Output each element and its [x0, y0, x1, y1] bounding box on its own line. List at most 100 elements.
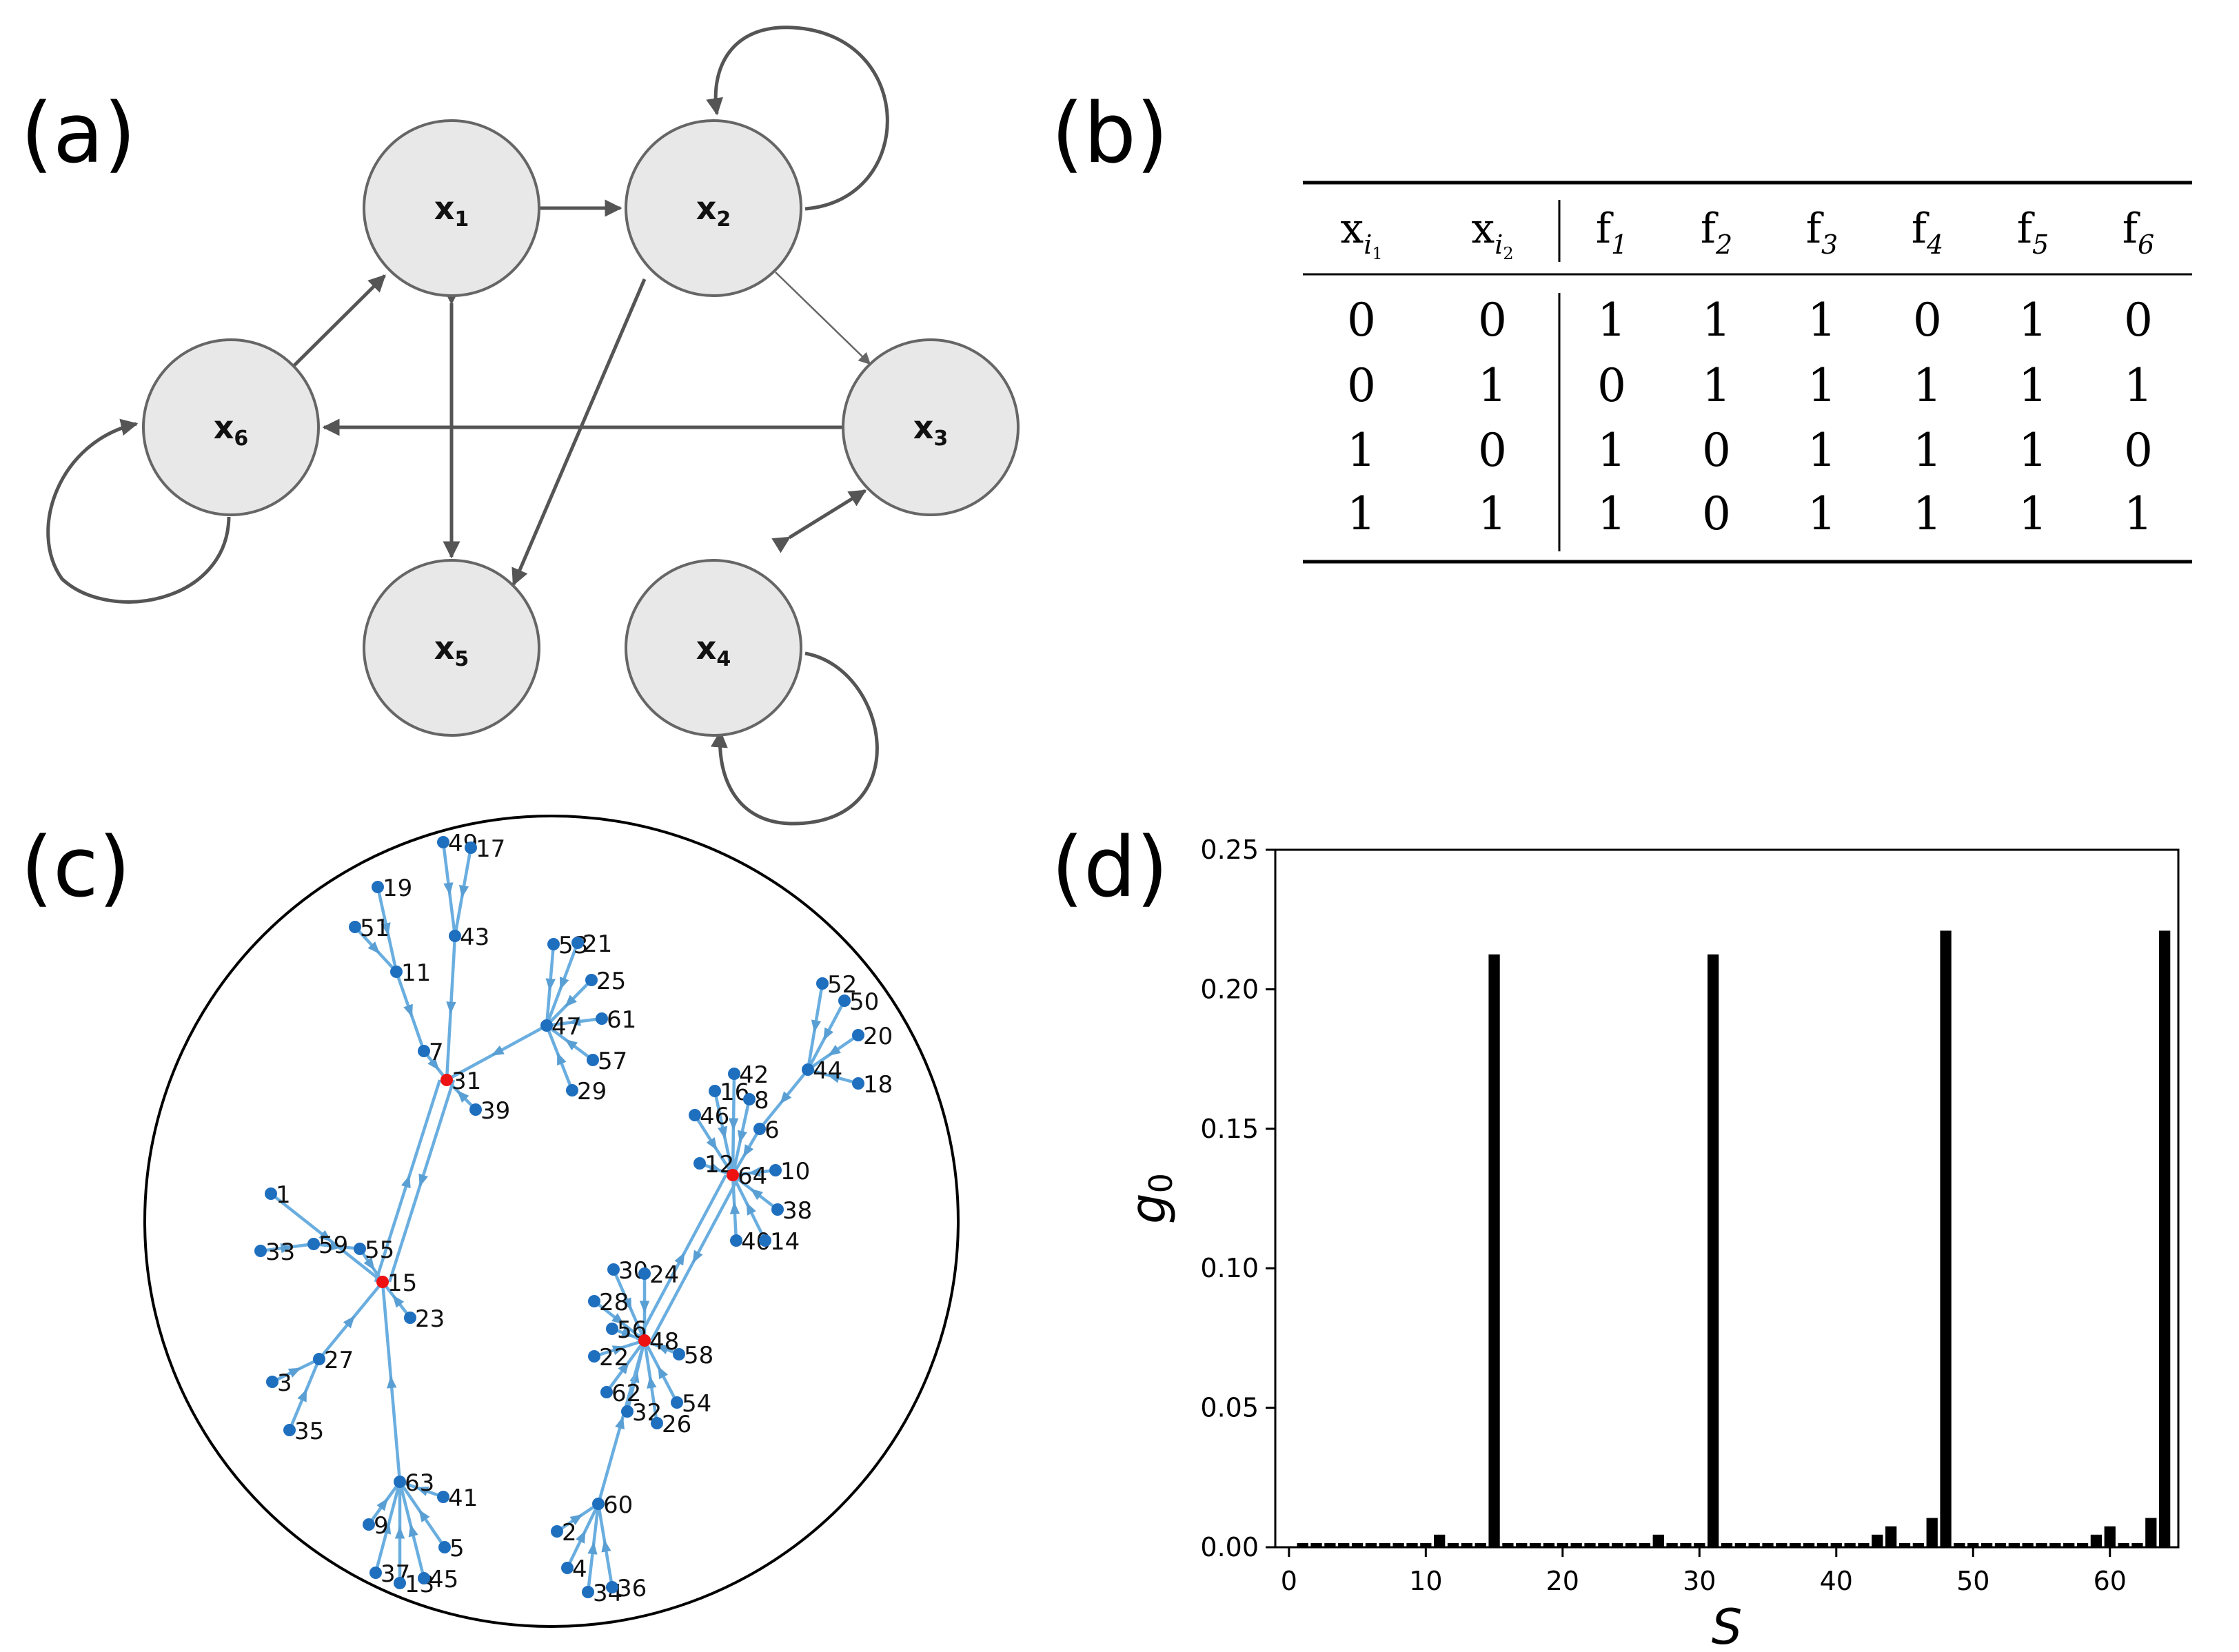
state-node: 16 [709, 1079, 749, 1106]
state-node-label: 46 [700, 1103, 729, 1130]
node-x1: x1 [363, 119, 540, 297]
state-node-dot [592, 1498, 605, 1510]
state-node: 10 [769, 1158, 810, 1185]
state-edge [732, 1167, 776, 1177]
state-node-dot [600, 1386, 613, 1398]
state-edge [374, 1481, 402, 1573]
state-node: 5 [438, 1535, 465, 1562]
table-cell: 0 [1597, 359, 1626, 412]
state-node-label: 33 [265, 1238, 295, 1266]
bar [2022, 1542, 2034, 1547]
state-node-dot [372, 881, 384, 893]
node-x3: x3 [842, 338, 1020, 516]
state-node: 29 [566, 1078, 607, 1105]
bar [1816, 1542, 1829, 1547]
bar [1872, 1534, 1883, 1547]
table-cell: 1 [1597, 487, 1626, 540]
bar [1461, 1542, 1473, 1547]
state-edge [260, 1242, 314, 1254]
table-cell: 1 [1347, 424, 1376, 477]
state-node-label: 54 [682, 1390, 711, 1418]
state-edge [642, 1340, 659, 1424]
state-node: 44 [802, 1057, 842, 1085]
state-node-label: 31 [452, 1068, 481, 1095]
panel-label-b: (b) [1051, 86, 1168, 182]
table-cell: 0 [1478, 424, 1507, 477]
state-node-label: 62 [611, 1380, 641, 1407]
bar-series [1297, 930, 2171, 1547]
state-node-dot [638, 1334, 651, 1347]
state-edge [399, 1480, 444, 1499]
bar [2049, 1542, 2061, 1547]
state-node-label: 22 [599, 1344, 629, 1371]
bar [1898, 1542, 1911, 1547]
table-cell: 0 [1347, 294, 1376, 347]
state-node-label: 10 [780, 1158, 810, 1185]
table-cell: 1 [1597, 424, 1626, 477]
state-node-dot [727, 1169, 739, 1181]
bar [1488, 954, 1500, 1547]
state-edge [636, 1174, 727, 1342]
bar [1420, 1542, 1432, 1547]
state-node-dot [769, 1164, 782, 1176]
bar [1365, 1542, 1377, 1547]
state-node-dot [540, 1019, 553, 1032]
table-header-cell: xi2 [1471, 205, 1513, 263]
bar [1994, 1542, 2007, 1547]
state-node: 59 [307, 1232, 348, 1259]
state-node-label: 8 [754, 1087, 769, 1114]
state-node-label: 64 [738, 1163, 767, 1190]
state-node-label: 6 [764, 1116, 780, 1144]
state-edge [398, 1480, 446, 1549]
x-tick-label: 50 [1956, 1566, 1989, 1596]
table-cell: 1 [2124, 359, 2153, 412]
state-node-dot [313, 1353, 325, 1365]
state-node-dot [709, 1085, 721, 1097]
state-node-label: 25 [596, 968, 626, 995]
state-edge [445, 1024, 548, 1081]
state-node: 47 [540, 1013, 581, 1041]
table-header-cell: f6 [2123, 205, 2154, 260]
state-node-label: 59 [318, 1232, 348, 1259]
state-node-dot [802, 1063, 814, 1076]
state-node: 39 [469, 1097, 510, 1125]
bar [1598, 1542, 1610, 1547]
bar [1830, 1542, 1842, 1547]
state-edge [545, 979, 593, 1027]
node-x2: x2 [625, 119, 802, 297]
state-node-label: 51 [360, 915, 389, 942]
state-node-dot [607, 1263, 620, 1276]
y-tick-label: 0.05 [1200, 1393, 1259, 1423]
bar [1570, 1542, 1582, 1547]
state-node-label: 9 [374, 1512, 389, 1540]
state-edge [594, 1338, 645, 1358]
bar [1557, 1542, 1568, 1547]
state-node-dot [852, 1029, 864, 1041]
state-node: 42 [728, 1061, 769, 1089]
state-node-dot [621, 1405, 634, 1418]
x-tick-label: 40 [1820, 1566, 1853, 1596]
state-node-dot [369, 1567, 382, 1579]
state-node-dot [816, 977, 829, 990]
bar [2036, 1542, 2047, 1547]
table-cell: 0 [1347, 359, 1376, 412]
table-cell: 1 [1807, 294, 1836, 347]
state-node-dot [394, 1577, 406, 1589]
bar [1338, 1542, 1350, 1547]
state-node-label: 60 [603, 1491, 633, 1519]
state-node-label: 19 [383, 875, 412, 902]
state-node-dot [437, 836, 449, 848]
state-node: 22 [588, 1344, 629, 1371]
attractor-node: 15 [376, 1269, 417, 1297]
state-node-label: 18 [863, 1071, 893, 1099]
bar [1666, 1542, 1678, 1547]
svg-text:x1: x1 [434, 190, 469, 232]
state-node-dot [638, 1267, 651, 1280]
state-node-label: 38 [782, 1197, 812, 1225]
state-node-dot [728, 1068, 740, 1080]
state-node: 36 [606, 1575, 647, 1602]
state-node-dot [759, 1234, 771, 1247]
